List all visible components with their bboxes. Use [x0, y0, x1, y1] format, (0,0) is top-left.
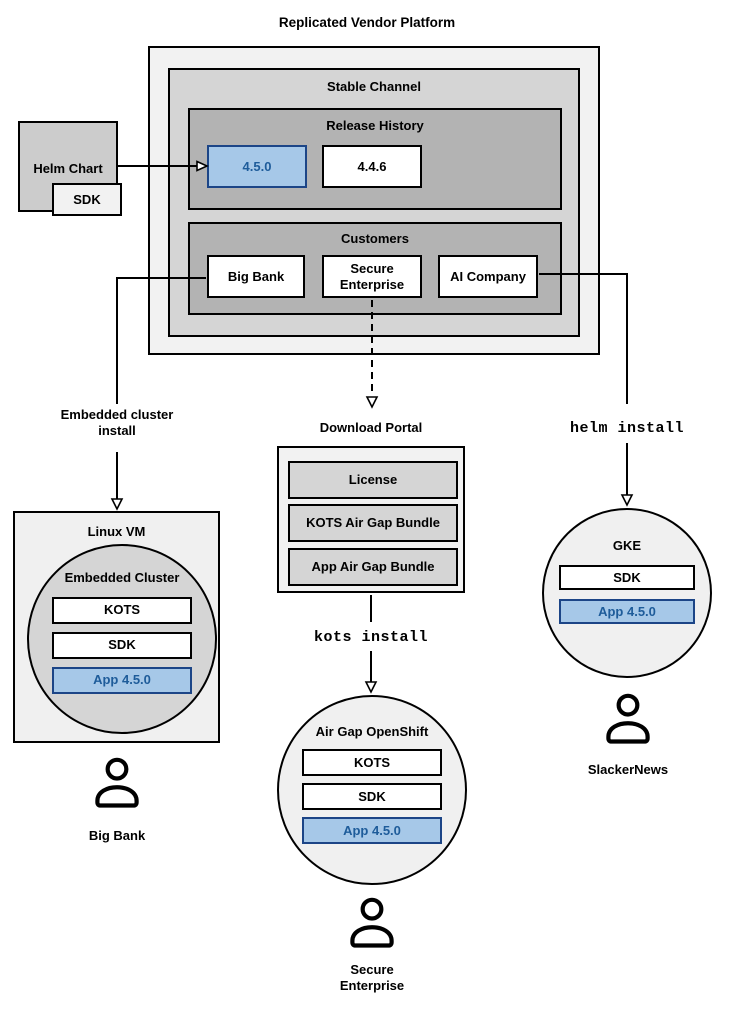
helm-chart-box: Helm Chart SDK — [18, 121, 122, 216]
embedded-app-box: App 4.5.0 — [52, 666, 192, 694]
openshift-kots-box: KOTS — [302, 749, 442, 776]
release-history-label: Release History — [326, 118, 424, 133]
gke-label: GKE — [612, 538, 642, 553]
helm-chart-sdk-box: SDK — [52, 183, 122, 216]
secure-enterprise-person-icon — [344, 897, 400, 953]
kots-install-command: kots install — [313, 629, 429, 646]
airgap-openshift-label: Air Gap OpenShift — [315, 724, 429, 739]
stable-channel-label: Stable Channel — [327, 79, 421, 94]
portal-app-bundle-box: App Air Gap Bundle — [288, 548, 458, 586]
openshift-sdk-box: SDK — [302, 783, 442, 810]
diagram-title: Replicated Vendor Platform — [278, 15, 456, 30]
slackernews-persona-label: SlackerNews — [587, 762, 669, 777]
embedded-kots-box: KOTS — [52, 596, 192, 624]
linux-vm-box: Linux VM Embedded Cluster KOTS SDK App 4… — [13, 511, 220, 743]
secure-enterprise-persona-label: Secure Enterprise — [339, 962, 405, 994]
embedded-sdk-box: SDK — [52, 631, 192, 659]
gke-circle: GKE SDK App 4.5.0 — [542, 508, 712, 678]
release-4-4-6: 4.4.6 — [322, 145, 422, 188]
portal-kots-bundle-box: KOTS Air Gap Bundle — [288, 504, 458, 542]
embedded-cluster-install-label: Embedded cluster install — [60, 407, 174, 439]
airgap-openshift-circle: Air Gap OpenShift KOTS SDK App 4.5.0 — [277, 695, 467, 885]
customer-secure-enterprise: Secure Enterprise — [322, 255, 422, 298]
openshift-app-box: App 4.5.0 — [302, 817, 442, 844]
customer-big-bank: Big Bank — [207, 255, 305, 298]
linux-vm-label: Linux VM — [87, 524, 146, 539]
helm-install-command: helm install — [569, 420, 685, 437]
customer-ai-company: AI Company — [438, 255, 538, 298]
download-portal-label: Download Portal — [319, 420, 423, 435]
portal-license-box: License — [288, 461, 458, 499]
big-bank-persona-label: Big Bank — [88, 828, 146, 843]
customers-label: Customers — [341, 231, 409, 246]
release-4-5-0: 4.5.0 — [207, 145, 307, 188]
embedded-cluster-label: Embedded Cluster — [64, 570, 180, 585]
helm-chart-label: Helm Chart — [33, 161, 103, 176]
embedded-cluster-circle: Embedded Cluster KOTS SDK App 4.5.0 — [27, 544, 217, 734]
gke-app-box: App 4.5.0 — [559, 599, 695, 624]
gke-sdk-box: SDK — [559, 565, 695, 590]
download-portal-box: License KOTS Air Gap Bundle App Air Gap … — [277, 446, 465, 593]
slackernews-person-icon — [600, 693, 656, 749]
big-bank-person-icon — [89, 757, 145, 813]
